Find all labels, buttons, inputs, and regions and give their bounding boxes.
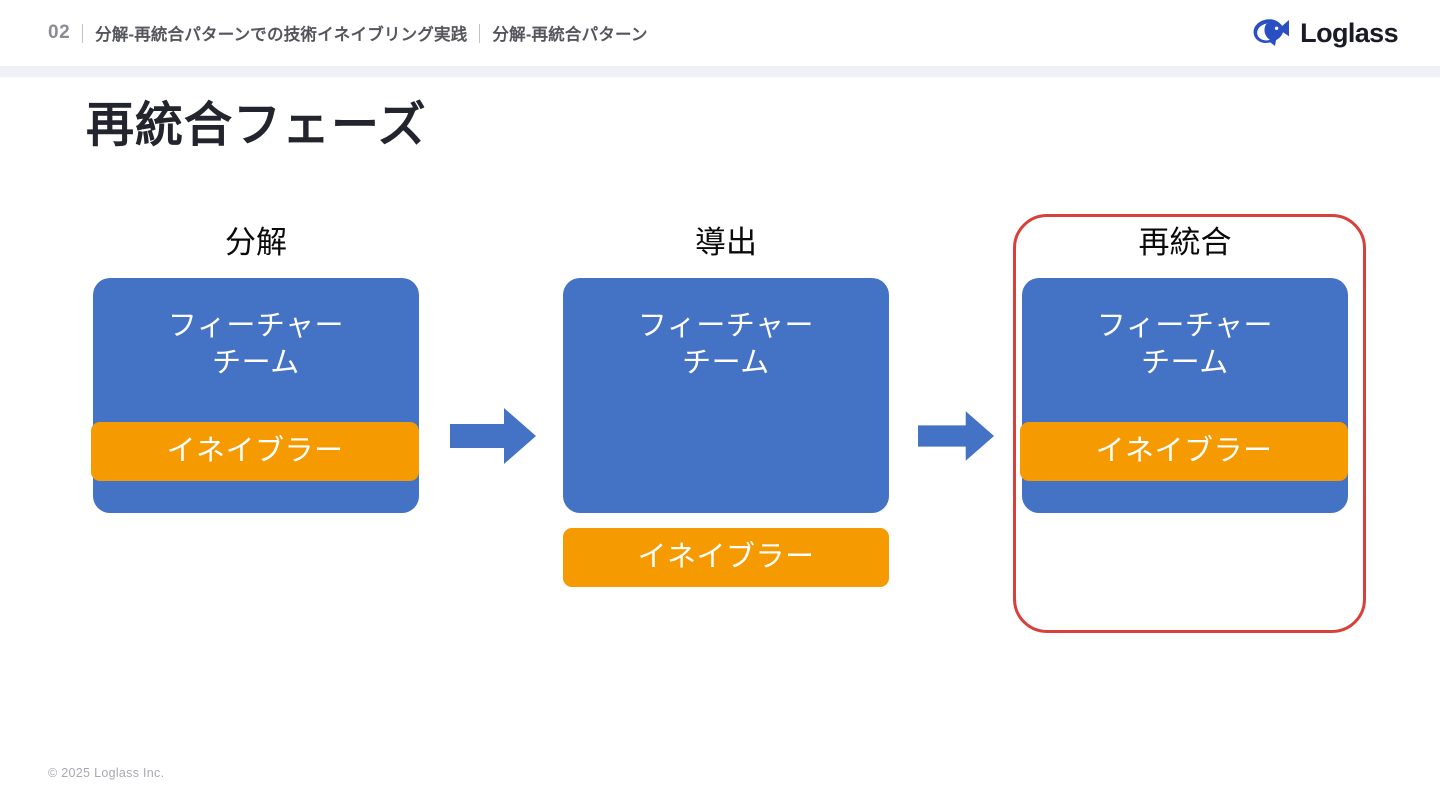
page-title: 再統合フェーズ — [86, 99, 427, 152]
logo-wordmark: Loglass — [1300, 17, 1398, 48]
enabler-label: イネイブラー — [1095, 435, 1273, 467]
header-divider — [0, 66, 1440, 77]
enabler-bar-decompose: イネイブラー — [91, 422, 419, 481]
breadcrumb-item-2: 分解-再統合パターン — [492, 26, 648, 44]
column-label-reintegrate: 再統合 — [1138, 225, 1232, 260]
team-label-derive: フィーチャー チーム — [563, 308, 889, 382]
team-box-derive: フィーチャー チーム — [563, 278, 889, 513]
team-label-line1: フィーチャー — [167, 310, 345, 342]
breadcrumb-section-number: 02 — [48, 22, 71, 43]
team-label-line1: フィーチャー — [637, 310, 815, 342]
arrow-right-icon-1 — [450, 408, 536, 464]
arrow-right-icon-2 — [918, 411, 994, 461]
enabler-label: イネイブラー — [166, 435, 344, 467]
enabler-label: イネイブラー — [637, 541, 815, 573]
team-label-line2: チーム — [682, 347, 770, 380]
footer-copyright: © 2025 Loglass Inc. — [48, 766, 165, 780]
highlight-outline-reintegrate — [1013, 214, 1366, 633]
breadcrumb-item-1: 分解-再統合パターンでの技術イネイブリング実践 — [95, 26, 468, 44]
breadcrumb: 02 分解-再統合パターンでの技術イネイブリング実践 分解-再統合パターン — [48, 0, 648, 66]
enabler-bar-derive: イネイブラー — [563, 528, 889, 587]
column-label-derive: 導出 — [695, 225, 757, 260]
breadcrumb-separator-1 — [82, 23, 84, 43]
team-label-line2: チーム — [212, 347, 300, 380]
breadcrumb-separator-2 — [479, 23, 481, 43]
team-label-line1: フィーチャー — [1096, 310, 1274, 342]
enabler-bar-reintegrate: イネイブラー — [1020, 422, 1348, 481]
column-label-decompose: 分解 — [225, 225, 287, 260]
team-label-reintegrate: フィーチャー チーム — [1022, 308, 1348, 382]
team-label-line2: チーム — [1141, 347, 1229, 380]
team-label-decompose: フィーチャー チーム — [93, 308, 419, 382]
loglass-logo: Loglass — [1249, 13, 1399, 53]
whale-icon — [1253, 19, 1290, 46]
slide-header: 02 分解-再統合パターンでの技術イネイブリング実践 分解-再統合パターン Lo… — [0, 0, 1440, 66]
